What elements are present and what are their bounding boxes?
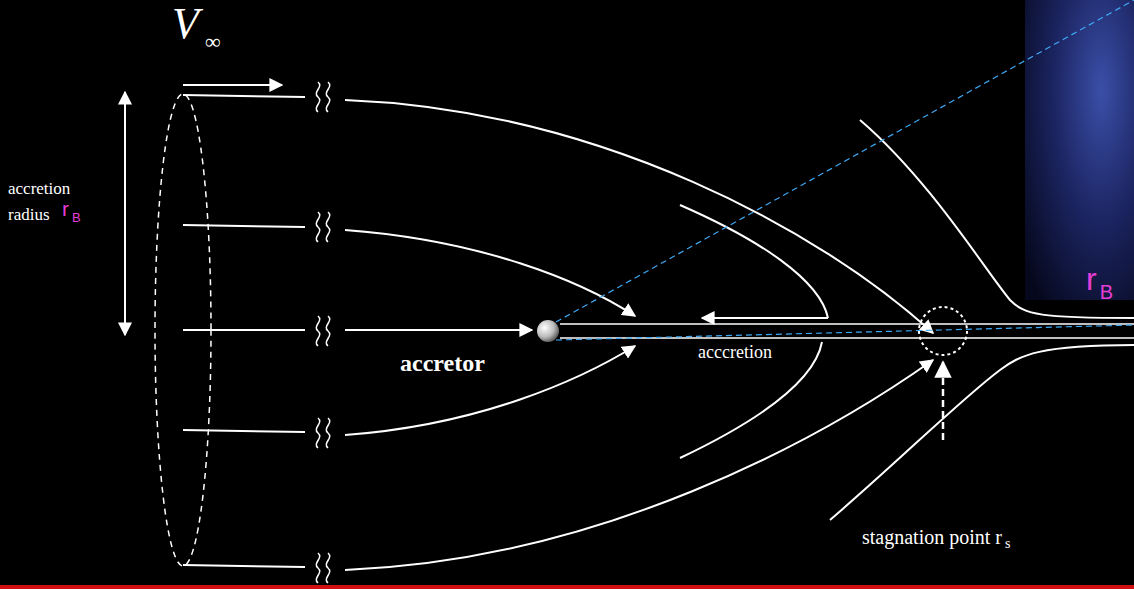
velocity-arrow [183, 84, 282, 86]
wake-line [560, 323, 1134, 325]
radius-symbol: r [1084, 262, 1099, 297]
streamline [183, 329, 305, 331]
streamline [183, 565, 305, 567]
streamline [345, 346, 635, 435]
zoom-lines [556, 0, 1134, 340]
velocity-subscript: ∞ [203, 30, 223, 54]
stagnation-circle [919, 307, 967, 355]
flow-label: acccretion [696, 343, 774, 363]
stagnation-subscript: s [1003, 536, 1012, 551]
accretion-arrow [702, 317, 828, 319]
streamlines [125, 82, 1134, 583]
break-marks [316, 82, 329, 583]
stagnation-label: stagnation point r [860, 526, 1004, 548]
velocity-symbol: V [170, 0, 201, 48]
radius-arrow [124, 92, 126, 335]
bottom-rule [0, 585, 1134, 589]
streamline [830, 345, 1134, 520]
radius-subscript: B [70, 211, 83, 225]
nebula-image [1025, 0, 1134, 300]
streamline [183, 430, 305, 432]
streamline [680, 342, 822, 458]
accretor-label: accretor [398, 350, 487, 376]
streamline [345, 360, 933, 570]
accretor-sphere [537, 320, 559, 342]
streamline [345, 329, 532, 331]
radius-subscript: B [1098, 281, 1115, 303]
stagnation-pointer [942, 362, 945, 440]
streamline [345, 100, 933, 333]
streamline [860, 120, 1134, 318]
streamline [183, 95, 305, 97]
streamline [183, 225, 305, 227]
streamline [680, 205, 828, 318]
streamline [345, 230, 635, 316]
